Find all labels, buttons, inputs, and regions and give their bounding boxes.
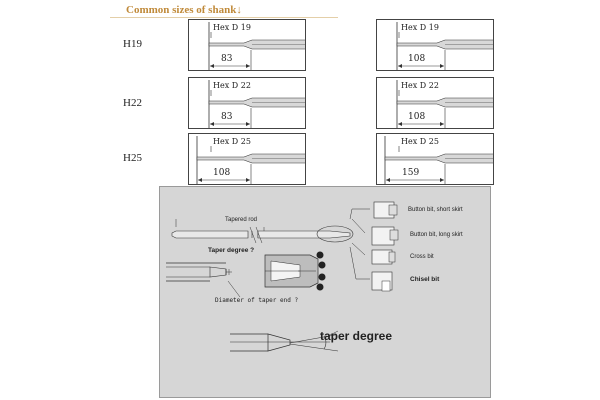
shank-drawing xyxy=(384,136,493,184)
shank-panel-h22-83: Hex D 22 83 xyxy=(188,77,306,129)
shank-drawing xyxy=(396,80,493,128)
hex-diameter-label: Hex D 19 xyxy=(213,23,251,32)
shank-drawing xyxy=(196,136,305,184)
length-dimension-label: 108 xyxy=(408,54,426,64)
tapered-rod-diagram: Tapered rod Button bit, short skirt Butt… xyxy=(159,186,491,398)
bit-label-button-long: Button bit, long skirt xyxy=(410,232,463,238)
shank-drawing xyxy=(396,22,493,70)
shank-drawing xyxy=(208,80,305,128)
length-dimension-label: 83 xyxy=(221,54,233,64)
taper-degree-label: taper degree xyxy=(320,329,393,343)
length-dimension-label: 159 xyxy=(402,168,420,178)
hex-diameter-label: Hex D 22 xyxy=(401,81,439,90)
bit-label-cross: Cross bit xyxy=(410,254,434,260)
shank-panel-h19-83: Hex D 19 83 xyxy=(188,19,306,71)
title-underline xyxy=(110,17,338,18)
row-label-h19: H19 xyxy=(123,38,142,50)
tapered-rod-drawing xyxy=(166,201,399,352)
hex-diameter-label: Hex D 22 xyxy=(213,81,251,90)
shank-panel-h25-159: Hex D 25 159 xyxy=(376,133,494,185)
shank-drawing xyxy=(208,22,305,70)
shank-panel-h25-108: Hex D 25 108 xyxy=(188,133,306,185)
page-title: Common sizes of shank↓ xyxy=(126,4,242,16)
row-label-h25: H25 xyxy=(123,152,142,164)
row-label-h22: H22 xyxy=(123,97,142,109)
bit-label-button-short: Button bit, short skirt xyxy=(408,207,463,213)
hex-diameter-label: Hex D 25 xyxy=(401,137,439,146)
shank-panel-h22-108: Hex D 22 108 xyxy=(376,77,494,129)
taper-end-question: Diameter of taper end ? xyxy=(215,297,299,304)
hex-diameter-label: Hex D 19 xyxy=(401,23,439,32)
length-dimension-label: 108 xyxy=(213,168,231,178)
length-dimension-label: 108 xyxy=(408,112,426,122)
taper-degree-question: Taper degree ? xyxy=(208,247,255,254)
tapered-rod-label: Tapered rod xyxy=(225,217,258,223)
hex-diameter-label: Hex D 25 xyxy=(213,137,251,146)
bit-label-chisel: Chisel bit xyxy=(410,276,440,283)
length-dimension-label: 83 xyxy=(221,112,233,122)
shank-panel-h19-108: Hex D 19 108 xyxy=(376,19,494,71)
